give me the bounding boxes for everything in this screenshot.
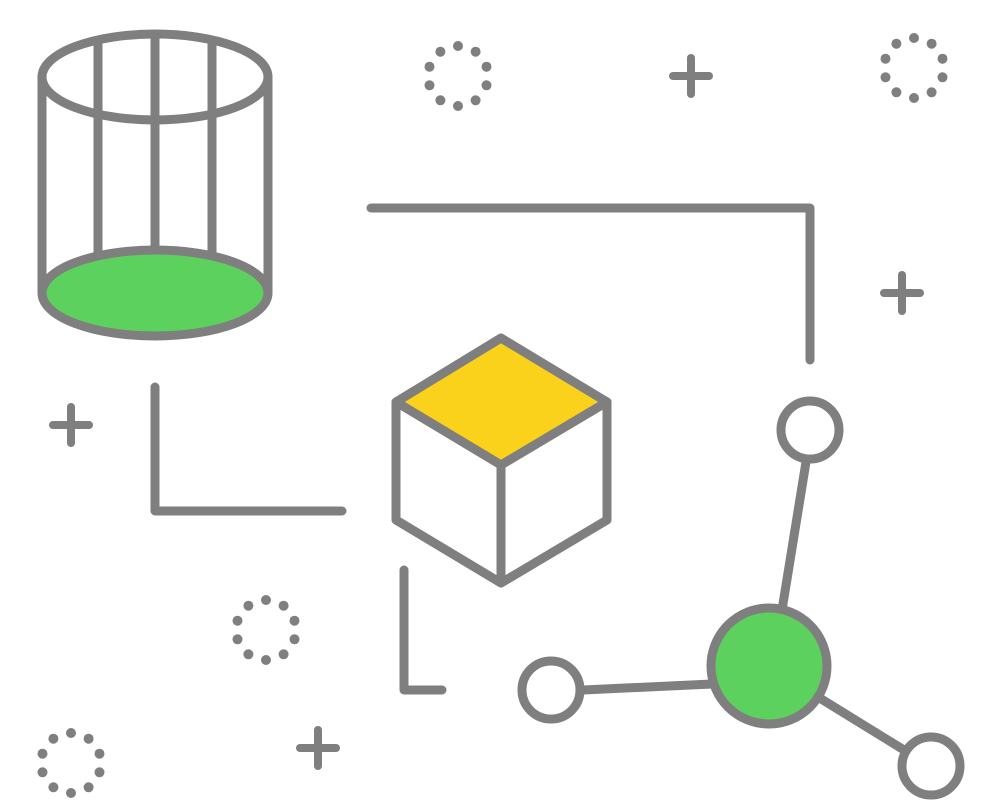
dotted-circle-icon [424,41,492,111]
dotted-circle-icon [232,595,300,665]
dot [937,72,948,83]
cube-icon [391,333,612,588]
molecule-center-node [706,603,832,729]
plus-icon [669,54,713,98]
dot [453,41,463,51]
dot [435,46,446,57]
dot [66,788,76,798]
molecule-right-node [897,732,965,800]
dot [424,61,435,72]
dot [891,87,902,98]
bond-to-right-node [813,692,909,755]
dot [243,649,254,660]
dot [909,93,919,103]
dot [470,95,481,106]
dot [83,782,94,793]
dotted-circle-icon [880,33,948,103]
dot [48,782,59,793]
plus-icon [880,271,924,315]
dot [278,649,289,660]
dot [94,767,105,778]
dot [261,595,271,605]
dot [880,72,891,83]
dot [232,634,243,645]
connector-cylinder-to-cube [150,382,347,516]
dot [481,61,492,72]
cube-right-face [496,397,612,588]
dotted-circle-icon [37,728,105,798]
dotted-circle-icons [37,33,948,798]
dot [891,38,902,49]
dot [261,655,271,665]
bond-to-top-node [777,457,811,615]
dot [453,101,463,111]
dot [37,748,48,759]
molecule-left-node [517,656,585,724]
plus-sparkle-icons [49,54,924,770]
dot [880,53,891,64]
dot [278,600,289,611]
dot [66,728,76,738]
dot [909,33,919,43]
dot [937,53,948,64]
dot [232,615,243,626]
plus-icon [49,403,93,447]
dot [435,95,446,106]
cylinder-cage-icon [37,29,273,341]
cylinder-base-fill [37,245,273,341]
dot [926,87,937,98]
dot [94,748,105,759]
molecule-network-icon [517,396,965,800]
dot [243,600,254,611]
molecule-top-node [776,396,844,464]
connector-lines [150,203,815,695]
dot [48,733,59,744]
bond-to-left-node [578,679,717,695]
dot [424,80,435,91]
dot [481,80,492,91]
dot [289,634,300,645]
dot [83,733,94,744]
connector-top-right [366,203,815,365]
dot [926,38,937,49]
dot [289,615,300,626]
dot [470,46,481,57]
dot [37,767,48,778]
plus-icon [296,726,340,770]
connector-cube-bottom [399,565,447,695]
